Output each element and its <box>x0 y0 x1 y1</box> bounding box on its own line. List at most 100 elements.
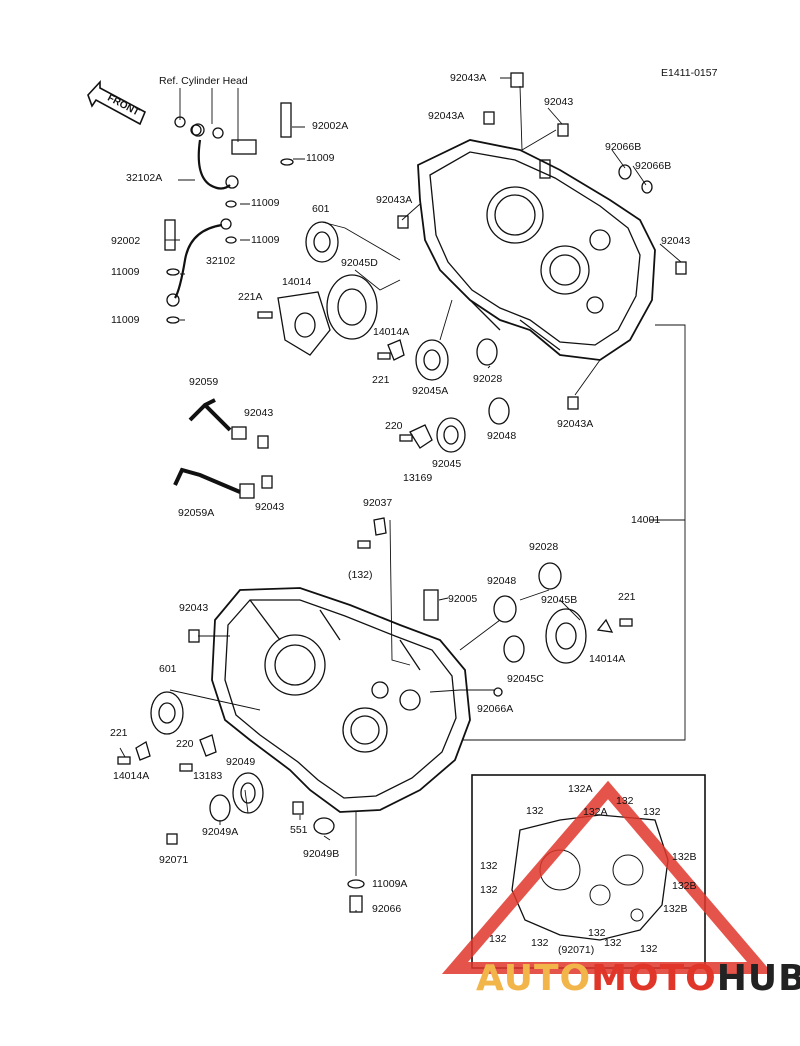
part-label: 92043A <box>557 418 594 430</box>
part-label: 92045D <box>341 257 378 269</box>
inset-label: 132A <box>568 783 593 795</box>
inset-label: 132B <box>672 851 697 863</box>
inset-label: 132B <box>663 903 688 915</box>
part-label: 92043 <box>255 501 285 513</box>
part-label: 92002 <box>111 235 141 247</box>
part-label: 601 <box>159 663 177 675</box>
part-label: 13169 <box>403 472 433 484</box>
part-label: 92045B <box>541 594 578 606</box>
part-label: 14014A <box>589 653 626 665</box>
part-label: 92043 <box>544 96 574 108</box>
part-label: 220 <box>176 738 194 750</box>
washer-11009 <box>225 200 237 208</box>
inset-label: 132 <box>480 860 498 872</box>
part-label: 92071 <box>159 854 189 866</box>
part-label: 32102 <box>206 255 236 267</box>
part-label: 92059A <box>178 507 215 519</box>
part-label: 92045A <box>412 385 449 397</box>
watermark-triangle-logo <box>441 780 774 974</box>
inset-label: (92071) <box>558 944 595 956</box>
part-label: 551 <box>290 824 308 836</box>
part-label: 14014 <box>282 276 312 288</box>
front-arrow-icon <box>87 79 147 126</box>
oil-pipe-32102A <box>190 124 239 190</box>
part-label: 92043A <box>450 72 487 84</box>
part-label: 92066B <box>635 160 672 172</box>
breather-pipe-92059A <box>173 467 241 494</box>
part-label: 92045 <box>432 458 462 470</box>
inset-label: 132 <box>643 806 661 818</box>
part-label: 92049 <box>226 756 256 768</box>
part-label: 14001 <box>631 514 661 526</box>
inset-label: 132 <box>531 937 549 949</box>
part-label: 11009 <box>306 152 335 164</box>
part-label: 221A <box>238 291 263 303</box>
part-label: 92043 <box>661 235 691 247</box>
lower-crankcase-half <box>211 587 471 813</box>
part-label: 11009 <box>111 314 140 326</box>
inset-label: 132 <box>604 937 622 949</box>
bearing-92045D <box>326 274 378 340</box>
part-label: 92049A <box>202 826 239 838</box>
oil-seal-92048 <box>488 397 510 425</box>
part-label: 13183 <box>193 770 223 782</box>
part-label: 92066B <box>605 141 642 153</box>
part-label: 92043 <box>179 602 209 614</box>
bearing-92045 <box>436 417 466 453</box>
breather-pipe-92059 <box>188 398 232 432</box>
part-label: 92059 <box>189 376 219 388</box>
part-label: 221 <box>618 591 636 603</box>
part-label: 92045C <box>507 673 544 685</box>
part-label: 92048 <box>487 575 517 587</box>
bolt-92002 <box>164 219 176 251</box>
dowel-pin <box>510 72 524 88</box>
watermark-logo: AUTOMOTOHUB <box>476 958 800 999</box>
watermark-part2: MOTO <box>591 958 717 999</box>
bearing-601 <box>150 691 184 735</box>
part-label: 11009 <box>251 197 280 209</box>
inset-label: 132 <box>616 795 634 807</box>
part-label: 92028 <box>529 541 559 553</box>
part-label: 11009 <box>111 266 140 278</box>
drawing-code: E1411-0157 <box>661 67 718 79</box>
part-label: 221 <box>110 727 128 739</box>
inset-label: 132 <box>588 927 606 939</box>
part-label: (132) <box>348 569 373 581</box>
pipe-92005 <box>423 589 439 621</box>
bolt-92002A <box>280 102 292 138</box>
part-label: 92043 <box>244 407 274 419</box>
inset-label: 132 <box>640 943 658 955</box>
inset-label: 132 <box>489 933 507 945</box>
dowel-pin <box>483 111 495 125</box>
inset-label: 132B <box>672 880 697 892</box>
part-label: 11009A <box>372 878 408 890</box>
part-label: 92002A <box>312 120 349 132</box>
washer-11009 <box>166 268 180 276</box>
part-label: 92048 <box>487 430 517 442</box>
oil-pipe-32102 <box>166 218 232 307</box>
washer-11009 <box>225 236 237 244</box>
part-label: 92043A <box>428 110 465 122</box>
part-label: 14014A <box>373 326 410 338</box>
bearing-601 <box>305 221 339 263</box>
part-label: 92049B <box>303 848 340 860</box>
washer-11009 <box>280 158 294 166</box>
inset-label: 132A <box>583 806 608 818</box>
part-label: 92066A <box>477 703 514 715</box>
inset-label: 132 <box>526 805 544 817</box>
inset-label: 132 <box>480 884 498 896</box>
part-label: 14014A <box>113 770 150 782</box>
watermark-part1: AUTO <box>476 958 592 999</box>
part-label: 92005 <box>448 593 478 605</box>
part-label: 92043A <box>376 194 413 206</box>
gasket-14014 <box>277 291 331 356</box>
part-label: 221 <box>372 374 390 386</box>
bearing-92045A <box>415 339 449 381</box>
part-label: 92066 <box>372 903 402 915</box>
part-label: 220 <box>385 420 403 432</box>
part-label: 601 <box>312 203 330 215</box>
part-label: 92037 <box>363 497 393 509</box>
washer-11009 <box>166 316 180 324</box>
